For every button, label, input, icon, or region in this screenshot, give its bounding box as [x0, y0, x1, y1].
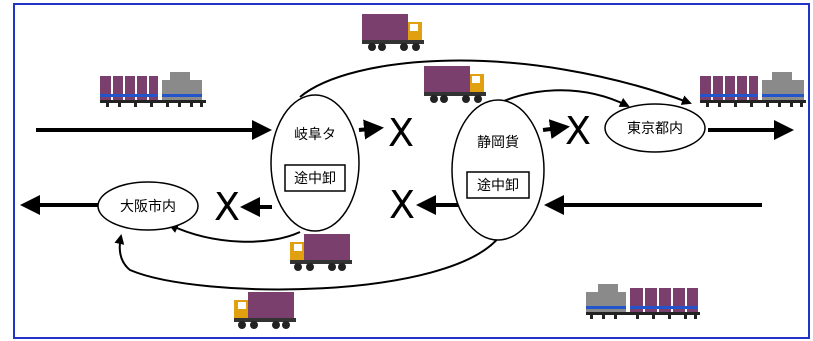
route-shizuoka-osaka	[114, 234, 501, 291]
blocked-mark: X	[565, 109, 591, 153]
gifu-tag: 途中卸	[294, 170, 336, 187]
blocked-mark: X	[388, 111, 414, 155]
arrow-gifu-east	[358, 119, 384, 140]
tokyo-label: 東京都内	[627, 121, 683, 137]
route-gifu-tokyo	[299, 59, 692, 105]
freight-train-icon	[700, 72, 806, 107]
shizuoka-label: 静岡貨	[477, 134, 519, 151]
freight-train-icon	[586, 284, 700, 319]
gifu-tag-box	[284, 164, 346, 192]
truck-icon	[362, 14, 424, 51]
truck-icon	[234, 292, 296, 329]
blocked-mark: X	[389, 183, 415, 227]
arrow-shizuoka-east	[542, 119, 570, 139]
osaka-label: 大阪市内	[120, 198, 176, 215]
truck-icon	[290, 234, 352, 271]
gifu-node	[270, 94, 360, 232]
blocked-mark: X	[214, 185, 240, 229]
diagram-frame	[13, 3, 810, 339]
osaka-node	[97, 181, 199, 231]
freight-train-icon	[100, 72, 206, 107]
route-gifu-osaka	[168, 223, 301, 243]
shizuoka-node	[451, 99, 545, 241]
truck-icon	[424, 66, 486, 103]
shizuoka-tag: 途中卸	[477, 177, 519, 194]
shizuoka-tag-box	[466, 171, 530, 199]
gifu-label: 岐阜タ	[294, 126, 336, 143]
tokyo-node	[604, 103, 706, 153]
